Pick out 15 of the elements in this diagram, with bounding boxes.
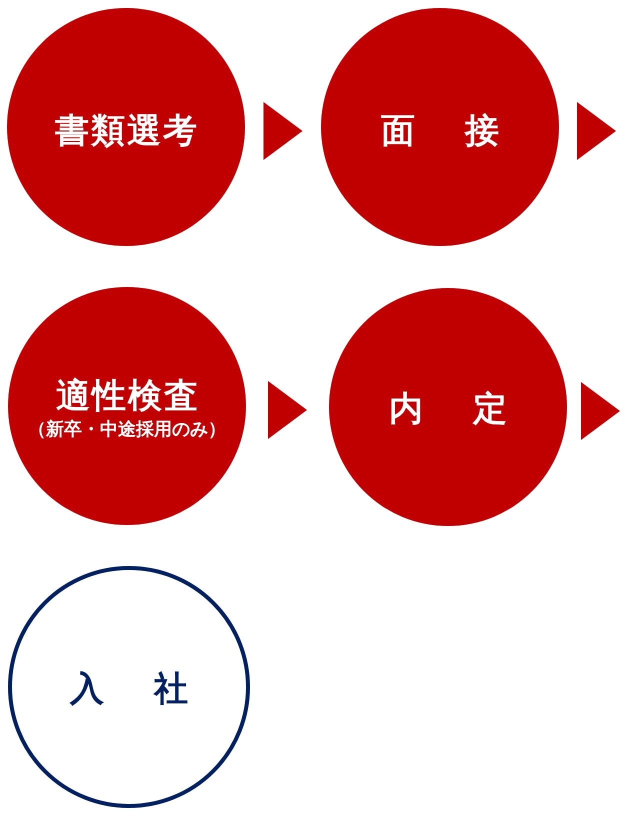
goal-circle <box>8 566 250 808</box>
arrow <box>264 102 302 160</box>
note-text: （新卒・中途採用のみ） <box>28 418 226 440</box>
step-circle <box>329 288 567 526</box>
step-label: 内 定 <box>389 388 515 430</box>
step-label: 適性検査 <box>56 376 200 417</box>
step-label: 面 接 <box>381 111 507 152</box>
arrow <box>581 382 620 440</box>
step-circle <box>7 8 245 246</box>
arrow <box>268 381 307 439</box>
step-label: 入 社 <box>70 668 196 710</box>
step-circle <box>8 287 246 525</box>
arrow <box>577 102 616 160</box>
step-circle <box>321 8 559 246</box>
step-label: 書類選考 <box>55 111 199 152</box>
